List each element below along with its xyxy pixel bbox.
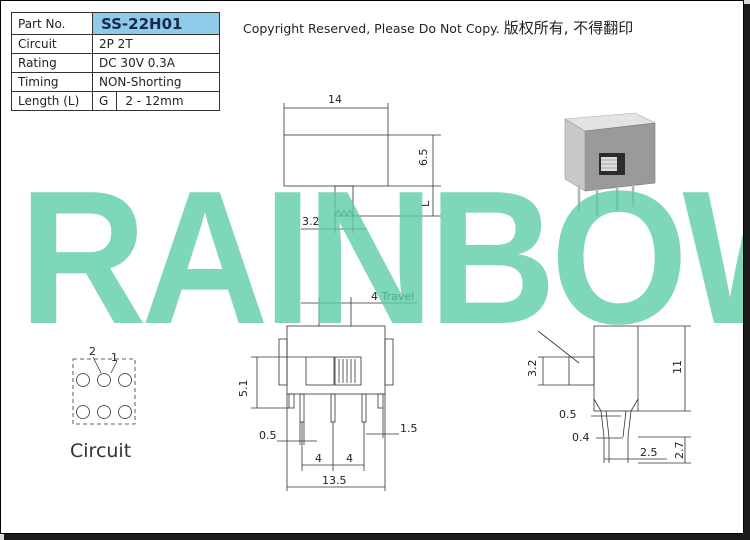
dim-top-height: 6.5 [417,149,430,167]
front-view-right-tab [384,338,394,386]
dim-front-height: 5.1 [237,380,250,398]
front-view-actuator [334,356,362,386]
dim-pitch-right: 4 [346,452,353,465]
circuit-terminal [97,373,111,387]
side-view-actuator [568,356,595,386]
spec-row-length: Length (L) G 2 - 12mm [11,91,220,111]
circuit-caption: Circuit [70,440,131,462]
spec-row-part-no: Part No. SS-22H01 [11,12,220,35]
top-view-shaft [334,185,354,217]
spec-value: DC 30V 0.3A [92,53,220,73]
front-view-left-tab [278,338,288,386]
copyright-notice: Copyright Reserved, Please Do Not Copy. … [243,17,633,38]
length-prefix: G [99,92,118,110]
front-view [251,297,417,491]
side-view [537,325,691,464]
front-pin [361,393,367,423]
page-shadow-right [744,4,750,540]
circuit-terminal [118,373,132,387]
side-view-body [593,325,639,412]
dim-pin-width: 0.5 [259,429,277,442]
circuit-dashed-box [72,358,136,425]
dim-overall-width: 13.5 [322,474,347,487]
circuit-pin-label-1: 1 [111,351,118,364]
product-photo [564,112,657,215]
front-pin [299,393,305,423]
circuit-diagram [72,356,136,425]
circuit-terminal [118,405,132,419]
dim-pin-offset: 1.5 [400,422,418,435]
dim-side-pin-b: 0.4 [572,431,590,444]
dim-pitch-left: 4 [315,452,322,465]
front-view-body [286,325,386,395]
circuit-terminal [76,373,90,387]
spec-value: NON-Shorting [92,72,220,92]
front-view-window [305,356,335,386]
circuit-terminal [97,405,111,419]
dim-side-actuator: 3.2 [526,360,539,378]
top-view-body [283,134,389,187]
circuit-pin-label-2: 2 [89,345,96,358]
photo-side-face [564,118,586,192]
circuit-terminal [76,405,90,419]
technical-drawing: 14 6.5 L 3.2 4 Travel 5.1 0.5 4 4 1.5 13… [70,93,691,491]
dim-side-height: 11 [671,360,684,374]
spec-value-length: G 2 - 12mm [92,91,220,111]
dim-travel: 4 Travel [371,290,414,303]
dim-side-pin-a: 0.5 [559,408,577,421]
shaft-serration [334,209,354,217]
dim-side-pin-length: 2.7 [673,442,686,460]
part-no-value: SS-22H01 [92,12,220,35]
copyright-cn: 版权所有, 不得翻印 [503,19,634,37]
length-value: 2 - 12mm [125,94,184,108]
dim-top-width: 14 [328,93,342,106]
spec-label: Length (L) [11,91,93,111]
dim-shaft-width: 3.2 [302,215,320,228]
copyright-en: Copyright Reserved, Please Do Not Copy. [243,21,500,36]
dim-side-pin-spacing: 2.5 [640,446,658,459]
page-shadow-bottom [4,534,750,540]
dim-shaft-length: L [419,200,432,207]
spec-table: Part No. SS-22H01 Circuit 2P 2T Rating D… [11,12,220,111]
spec-row-rating: Rating DC 30V 0.3A [11,53,220,73]
front-pin [330,393,336,423]
top-view [283,103,441,233]
